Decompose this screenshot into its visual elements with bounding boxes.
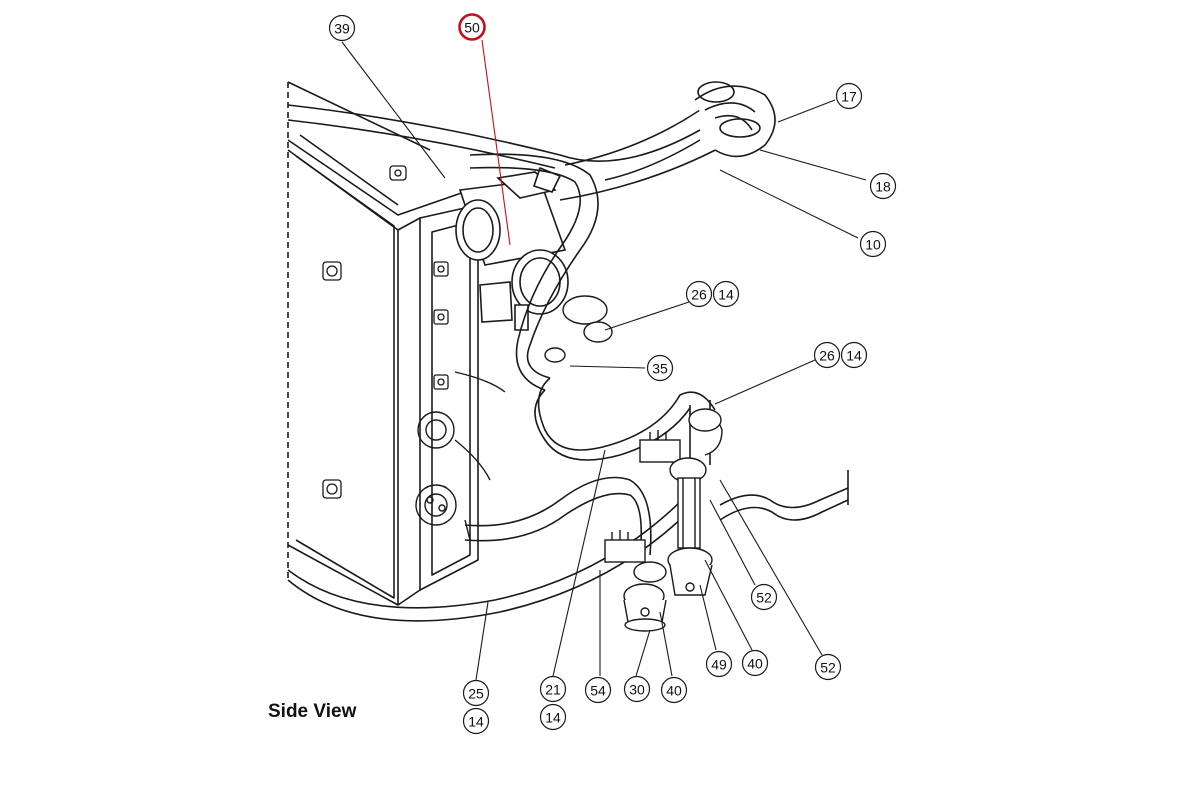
- callout-50: 50: [458, 13, 486, 41]
- valve-stack-left: [604, 530, 667, 632]
- callout-circle: [462, 679, 490, 707]
- callout-circle: [685, 280, 713, 308]
- callout-circle: [813, 341, 841, 369]
- callout-label: 52: [820, 660, 836, 676]
- callout-circle: [646, 354, 674, 382]
- callout-52: 52: [750, 583, 778, 611]
- callout-25: 25: [462, 679, 490, 707]
- callout-14: 14: [712, 280, 740, 308]
- callout-circle: [328, 14, 356, 42]
- callout-circle: [741, 649, 769, 677]
- callout-30: 30: [623, 675, 651, 703]
- callout-circle: [458, 13, 486, 41]
- callout-label: 35: [652, 361, 668, 377]
- callout-label: 21: [545, 682, 561, 698]
- callout-circle: [750, 583, 778, 611]
- callout-label: 39: [334, 21, 350, 37]
- lower-components: [415, 371, 506, 541]
- callout-circle: [539, 703, 567, 731]
- callout-label: 50: [464, 20, 480, 36]
- callout-label: 14: [846, 348, 862, 364]
- callout-label: 14: [545, 710, 561, 726]
- callout-circle: [835, 82, 863, 110]
- main-water-pipe: [469, 153, 716, 461]
- cabinet-fasteners: [322, 165, 449, 499]
- leader-lines: [341, 39, 867, 681]
- callout-35: 35: [646, 354, 674, 382]
- callout-18: 18: [869, 172, 897, 200]
- callout-14: 14: [539, 703, 567, 731]
- callout-40: 40: [660, 676, 688, 704]
- callout-label: 17: [841, 89, 857, 105]
- callout-label: 52: [756, 590, 772, 606]
- callout-54: 54: [584, 676, 612, 704]
- callout-circle: [660, 676, 688, 704]
- callout-52: 52: [814, 653, 842, 681]
- callout-circle: [814, 653, 842, 681]
- callout-label: 26: [691, 287, 707, 303]
- callout-39: 39: [328, 14, 356, 42]
- intake-hose: [559, 81, 776, 201]
- callout-10: 10: [859, 230, 887, 258]
- callout-label: 14: [718, 287, 734, 303]
- callout-26: 26: [685, 280, 713, 308]
- callout-circle: [539, 675, 567, 703]
- callout-label: 18: [875, 179, 891, 195]
- callout-26: 26: [813, 341, 841, 369]
- callout-label: 54: [590, 683, 606, 699]
- view-title: Side View: [268, 701, 357, 722]
- callout-label: 49: [711, 657, 727, 673]
- callout-circle: [712, 280, 740, 308]
- flue-elbow-assembly: [455, 166, 569, 331]
- callout-circle: [840, 341, 868, 369]
- callout-14: 14: [462, 707, 490, 735]
- callout-circle: [705, 650, 733, 678]
- callout-label: 40: [666, 683, 682, 699]
- callout-circle: [462, 707, 490, 735]
- callout-label: 14: [468, 714, 484, 730]
- callout-bubbles: 39 50 17 18 10 26 14 35 26 14 52 52 49 40 40 30 54 21 14 25…: [328, 13, 897, 735]
- callout-label: 40: [747, 656, 763, 672]
- cabinet-body: [287, 81, 701, 622]
- callout-14: 14: [840, 341, 868, 369]
- valve-stack-right: [639, 416, 723, 596]
- callout-40: 40: [741, 649, 769, 677]
- callout-label: 25: [468, 686, 484, 702]
- callout-label: 30: [629, 682, 645, 698]
- callout-49: 49: [705, 650, 733, 678]
- callout-label: 10: [865, 237, 881, 253]
- callout-label: 26: [819, 348, 835, 364]
- callout-circle: [584, 676, 612, 704]
- callout-21: 21: [539, 675, 567, 703]
- callout-circle: [869, 172, 897, 200]
- elbow-fittings: [544, 295, 722, 432]
- callout-17: 17: [835, 82, 863, 110]
- callout-circle: [859, 230, 887, 258]
- callout-circle: [623, 675, 651, 703]
